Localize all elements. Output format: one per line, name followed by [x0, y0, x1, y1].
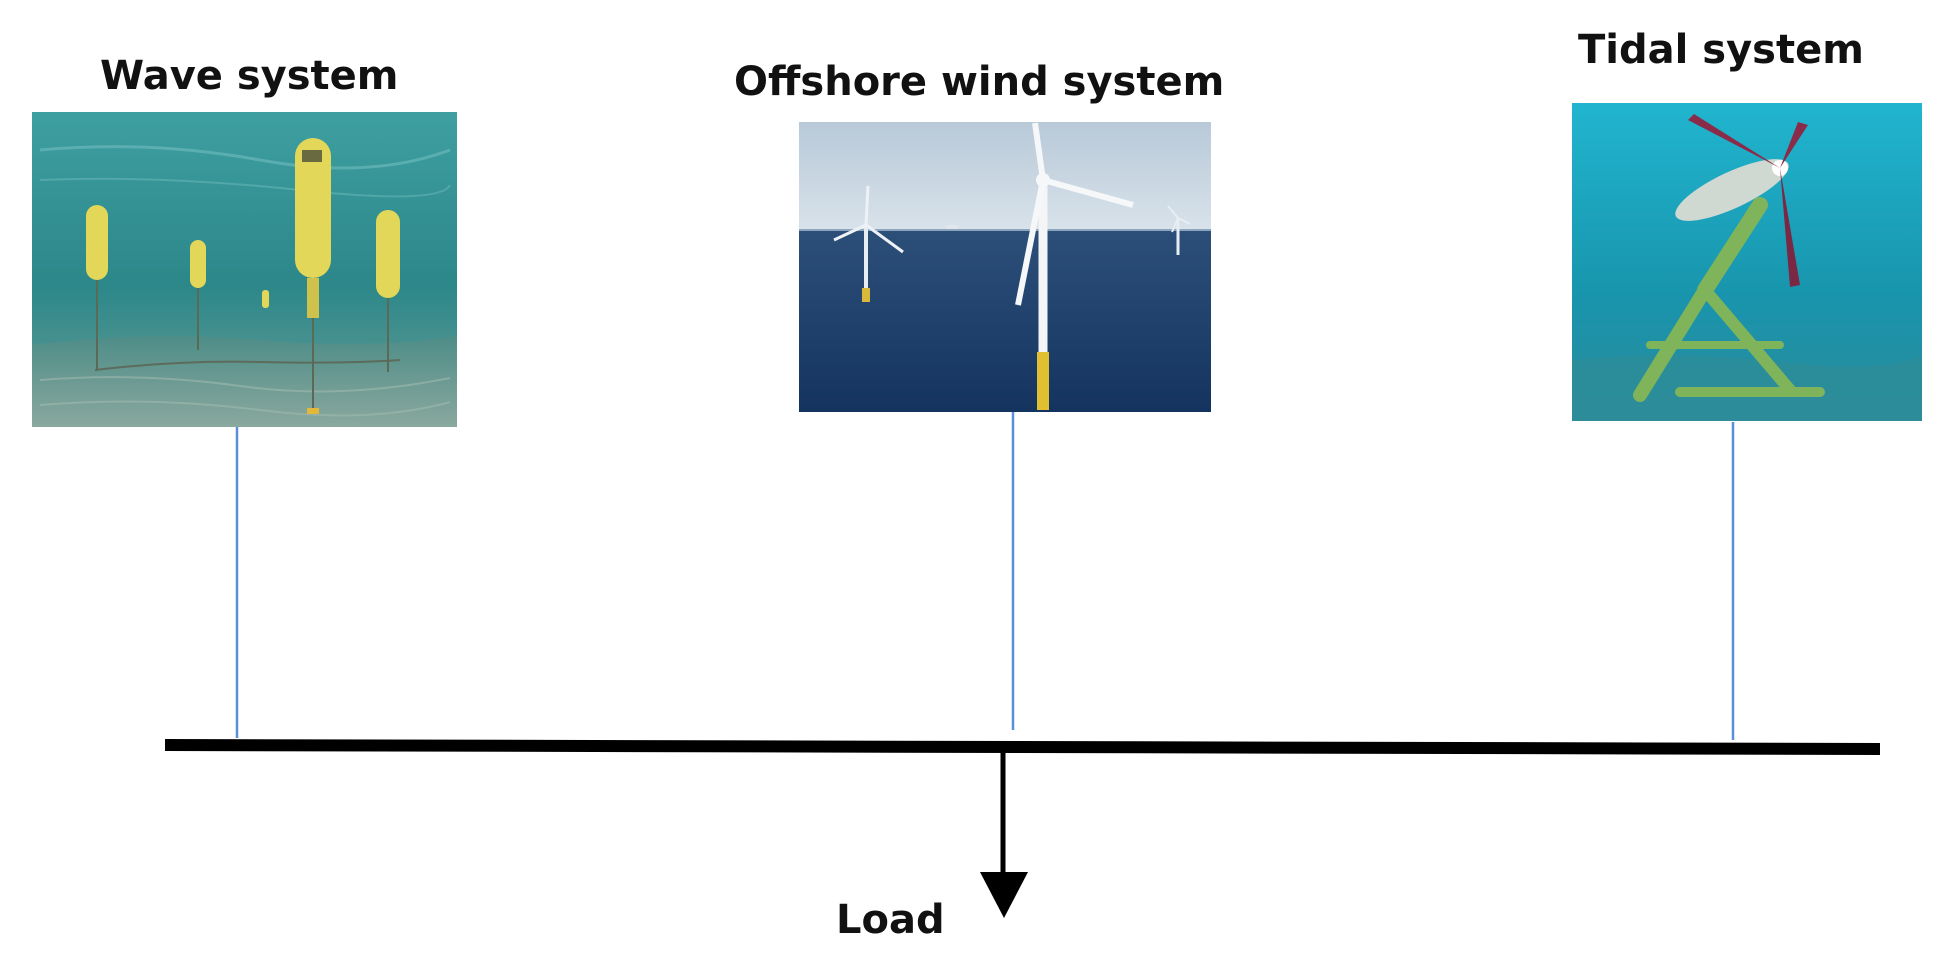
load-label: Load — [836, 897, 945, 943]
wave-buoy — [262, 290, 269, 308]
offshore-wind-picture — [799, 122, 1211, 412]
wind-turbine — [833, 185, 904, 302]
tidal-turbine — [1675, 114, 1808, 287]
arrow-down-icon — [980, 748, 1028, 918]
offshore-wind-system-label: Offshore wind system — [734, 59, 1225, 105]
wave-system-picture — [32, 112, 457, 427]
tidal-system-label: Tidal system — [1578, 27, 1864, 73]
wind-turbine — [1167, 205, 1191, 255]
tidal-system-picture — [1572, 103, 1922, 421]
wave-buoy — [86, 205, 108, 370]
wave-system-label: Wave system — [100, 53, 399, 99]
wave-buoy — [376, 210, 400, 372]
wind-turbine — [1015, 122, 1134, 410]
wave-buoy — [295, 138, 331, 414]
wave-buoy — [190, 240, 206, 350]
tidal-turbine-frame — [1633, 197, 1825, 402]
bus-bar — [164, 739, 1881, 755]
